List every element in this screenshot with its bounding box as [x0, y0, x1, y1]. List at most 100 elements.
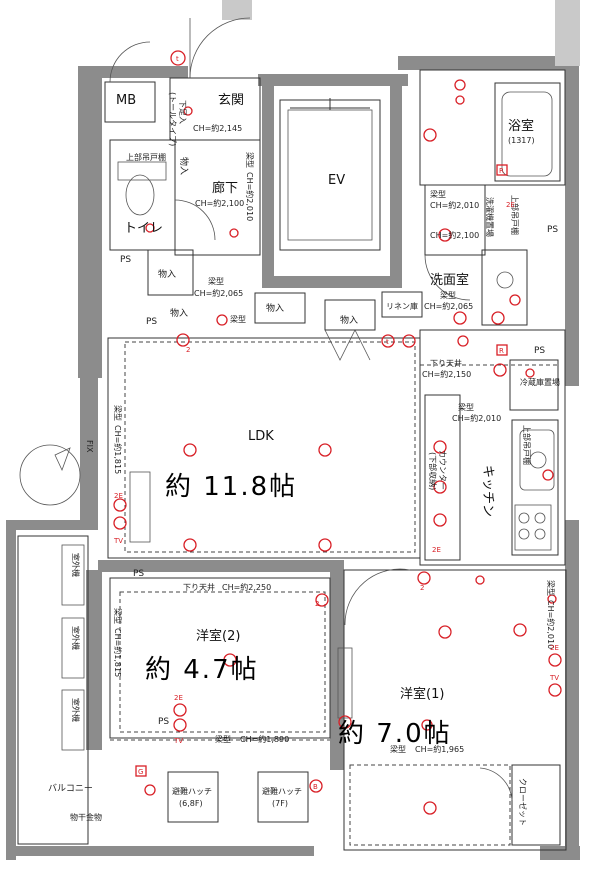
symbol-labels: t t R R G B 2E TV 2E TV 2E TV 2E 2E 2 2 … [113, 55, 559, 791]
hatch1-floor: (6,8F) [179, 799, 203, 808]
bath-size: (1317) [508, 136, 535, 145]
ac-unit-1: 室外機 [71, 553, 81, 577]
beam-wash: 梁型 [430, 190, 446, 199]
beam-wash-ch1: CH=約2,010 [430, 200, 479, 210]
drying-label: 物干金物 [70, 812, 102, 822]
symbol-2-1: 2 [186, 346, 190, 354]
ps-3: PS [547, 225, 558, 235]
symbol-b: B [313, 783, 318, 791]
beam-linen-ch: CH=約2,065 [424, 301, 473, 311]
beam-linen: 梁型 [440, 291, 456, 300]
balcony-label: バルコニー [48, 783, 93, 794]
beam-w2-bottom: 梁型 [215, 735, 231, 744]
ps-4: PS [534, 346, 545, 356]
symbol-tv-1: TV [113, 537, 123, 545]
beam-store: 梁型 [208, 277, 224, 286]
genkan-label: 玄関 [218, 93, 244, 108]
symbol-g: G [138, 768, 143, 776]
beam-hall: 梁型 [245, 152, 254, 168]
beam-store-2: 梁型 [230, 315, 246, 324]
beam-hall-ch: CH=約2,010 [245, 172, 255, 221]
hatch2-floor: (7F) [272, 799, 288, 808]
western1-label: 洋室(1) [400, 686, 444, 702]
upper-shelf-wash: 上部吊戸棚 [510, 195, 520, 235]
beam-kitchen-ch: CH=約2,010 [452, 413, 501, 423]
closet-label: クローゼット [518, 778, 528, 826]
ps-2: PS [146, 317, 157, 327]
beam-w1-bottom-ch: CH=約1,965 [415, 744, 464, 754]
symbol-tv-3: TV [549, 674, 559, 682]
symbol-2-2: 2 [315, 600, 319, 608]
shoe-type: (トールタイプ) [168, 92, 177, 146]
ps-5: PS [133, 569, 144, 579]
symbol-2-3: 2 [420, 584, 424, 592]
ldk-label: LDK [248, 429, 274, 444]
beam-w2-bottom-ch: CH=約1,890 [240, 734, 289, 744]
beam-w2-left: 梁型 [113, 608, 122, 624]
dropped-ldk-ch: CH=約2,150 [422, 369, 471, 379]
symbol-2e-2: 2E [174, 694, 183, 702]
symbol-2e-1: 2E [114, 492, 123, 500]
symbol-tv-2: TV [173, 737, 183, 745]
shoe-tall: 下足入 [178, 100, 187, 124]
ps-6: PS [158, 717, 169, 727]
symbol-r-1: R [499, 167, 504, 175]
hatch1-label: 避難ハッチ [172, 786, 212, 796]
symbol-r-2: R [499, 347, 504, 355]
ac-unit-2: 室外機 [71, 626, 81, 650]
beam-kitchen: 梁型 [458, 403, 474, 412]
toilet-label: トイレ [124, 221, 163, 236]
symbol-2e-5: 2E [506, 201, 515, 209]
fridge-label: 冷蔵庫置場 [520, 377, 560, 387]
beam-w1-right: 梁型 [546, 580, 555, 596]
beam-w2-left-ch: CH=約1,815 [113, 628, 123, 677]
western2-size: 約 4.7帖 [145, 655, 259, 685]
genkan-ch: CH=約2,145 [193, 123, 242, 133]
storage-hall: 物入 [178, 157, 190, 175]
symbol-t-2: t [386, 338, 389, 346]
counter-label: カウンター [438, 450, 447, 490]
beam-ldk-left: 梁型 [113, 405, 122, 421]
beam-w1-right-ch: CH=約2,010 [546, 600, 556, 649]
bath-label: 浴室 [508, 118, 534, 134]
storage-3: 物入 [266, 302, 284, 314]
toilet-shelf: 上部吊戸棚 [126, 152, 166, 162]
washer-space: 洗濯機置場 [485, 197, 495, 237]
beam-wash-ch2: CH=約2,100 [430, 230, 479, 240]
dropped-ldk: 下り天井 [430, 358, 462, 368]
dropped-w2: 下り天井 [183, 582, 215, 592]
fixtures [19, 91, 555, 551]
dropped-w2-ch: CH=約2,250 [222, 582, 271, 592]
ps-1: PS [120, 255, 131, 265]
storage-2: 物入 [170, 307, 188, 319]
washroom-label: 洗面室 [430, 272, 469, 288]
room-labels: MB 玄関 CH=約2,145 下足入 (トールタイプ) 上部吊戸棚 トイレ E… [48, 92, 560, 826]
symbol-2e-4: 2E [432, 546, 441, 554]
counter-sub: (下部収納) [428, 452, 438, 490]
storage-4: 物入 [340, 314, 358, 326]
beam-outlines [110, 341, 560, 846]
fix-label: FIX [85, 440, 94, 453]
ac-unit-3: 室外機 [71, 698, 81, 722]
elevator [279, 98, 381, 251]
electrical-symbols [113, 50, 562, 815]
upper-shelf-kitchen: 上部吊戸棚 [522, 425, 532, 465]
hatch2-label: 避難ハッチ [262, 786, 302, 796]
beam-w1-bottom: 梁型 [390, 745, 406, 754]
western2-label: 洋室(2) [196, 628, 240, 644]
kitchen-label: キッチン [480, 465, 495, 517]
beam-labels: 梁型 CH=約2,010 梁型 CH=約2,010 CH=約2,100 梁型 C… [113, 152, 556, 754]
mb-label: MB [116, 93, 136, 108]
linen-label: リネン庫 [386, 301, 418, 311]
symbol-t-1: t [176, 55, 179, 63]
partitions [17, 69, 567, 851]
western1-size: 約 7.0帖 [338, 719, 452, 749]
beam-ldk-left-ch: CH=約1,815 [113, 425, 123, 474]
ev-label: EV [328, 173, 345, 188]
beam-store-ch: CH=約2,065 [194, 288, 243, 298]
hall-label: 廊下 [212, 180, 238, 196]
hall-ch: CH=約2,100 [195, 198, 244, 208]
storage-1: 物入 [158, 268, 176, 280]
symbol-2e-3: 2E [550, 644, 559, 652]
